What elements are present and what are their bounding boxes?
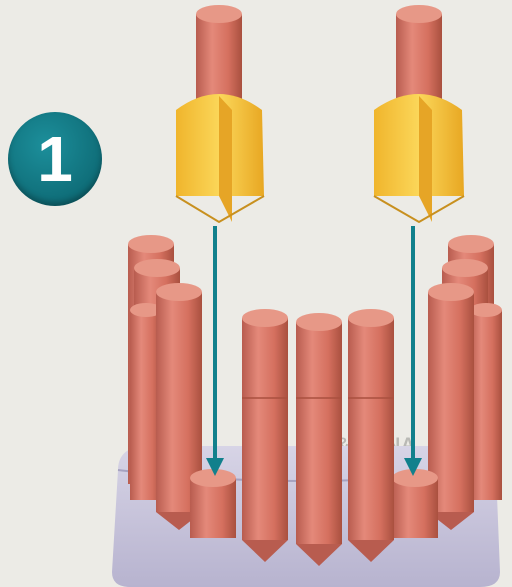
cylinder-center-right [348,309,394,562]
arrow-down-icon [404,226,422,476]
cylinder-center [296,313,342,566]
top-left-component [176,5,264,222]
step-number-badge: 1 [8,112,102,206]
arrow-down-icon [206,226,224,476]
stub-right [392,469,438,538]
cylinder-right-mid [470,303,502,500]
top-right-component [374,5,464,222]
stub-left [190,469,236,538]
cylinder-center-left [242,309,288,562]
